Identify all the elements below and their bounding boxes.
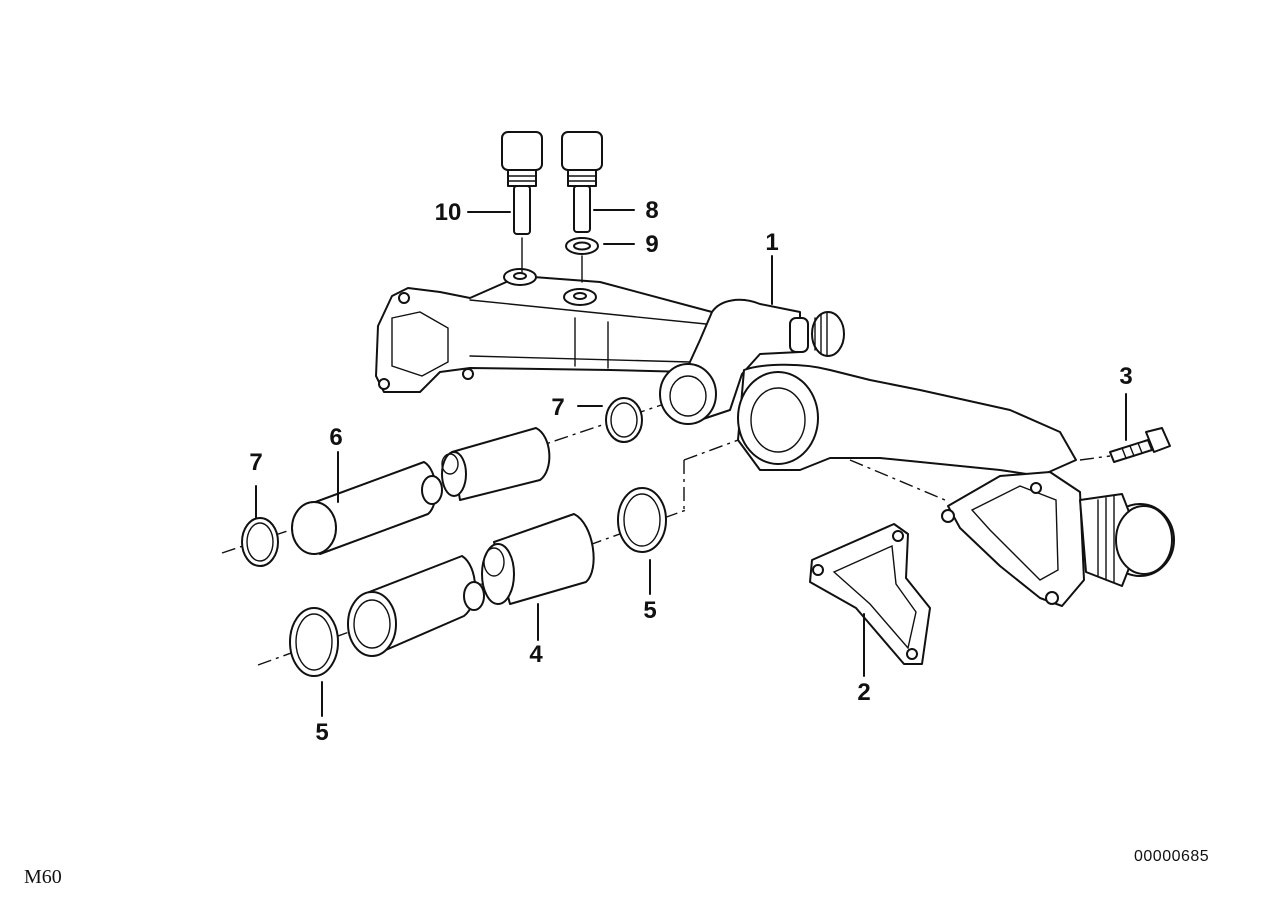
callout-8: 8 xyxy=(645,197,658,224)
callout-10: 10 xyxy=(435,199,462,226)
sensor-part-10 xyxy=(467,131,543,273)
hose-part-6 xyxy=(291,427,551,555)
leader-lines xyxy=(771,255,865,677)
bolt-part-3 xyxy=(1109,393,1171,463)
callout-5-left: 5 xyxy=(315,719,328,746)
o-ring-part-5-left xyxy=(289,607,339,717)
callout-labels: 1 2 3 4 5 5 6 7 7 8 9 10 xyxy=(249,197,1132,746)
gasket-part-2 xyxy=(809,523,931,665)
model-label: M60 xyxy=(24,866,62,888)
callout-7-lower: 7 xyxy=(249,449,262,476)
callout-1: 1 xyxy=(765,229,778,256)
callout-9: 9 xyxy=(645,231,658,258)
coolant-pipe-part-1 xyxy=(375,268,1175,607)
callout-6: 6 xyxy=(329,424,342,451)
reference-number: 00000685 xyxy=(1134,848,1210,865)
callout-3: 3 xyxy=(1119,363,1132,390)
callout-5-right: 5 xyxy=(643,597,656,624)
hose-part-4 xyxy=(347,513,595,657)
o-ring-part-7-upper xyxy=(577,397,643,443)
o-ring-part-7-lower xyxy=(241,485,279,567)
callout-2: 2 xyxy=(857,679,870,706)
sensor-part-8 xyxy=(561,131,635,233)
callout-7-upper: 7 xyxy=(551,394,564,421)
callout-4: 4 xyxy=(529,641,543,668)
seal-ring-part-9 xyxy=(565,237,635,283)
o-ring-part-5-right xyxy=(617,487,667,595)
